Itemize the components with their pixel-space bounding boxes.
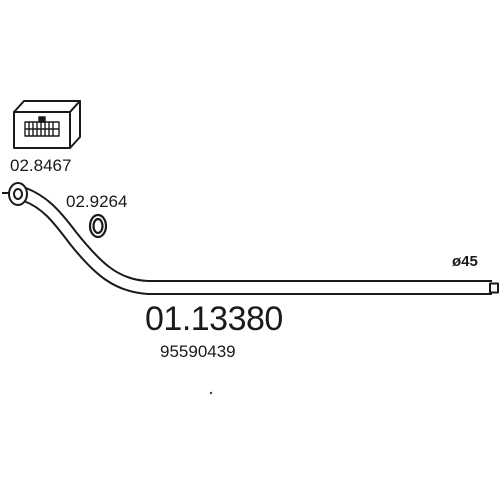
gasket-part-number: 02.9264 bbox=[66, 192, 127, 211]
exhaust-pipe bbox=[23, 187, 499, 295]
stray-dot bbox=[209, 391, 213, 395]
pipe-flange bbox=[2, 182, 28, 206]
mounting-kit-icon bbox=[13, 100, 81, 149]
gasket-ring-icon bbox=[88, 213, 108, 239]
oem-reference-number: 95590439 bbox=[160, 342, 236, 361]
pipe-diameter-label: ø45 bbox=[452, 253, 478, 270]
kit-part-number: 02.8467 bbox=[10, 156, 71, 175]
pipe-part-number: 01.13380 bbox=[145, 300, 283, 338]
